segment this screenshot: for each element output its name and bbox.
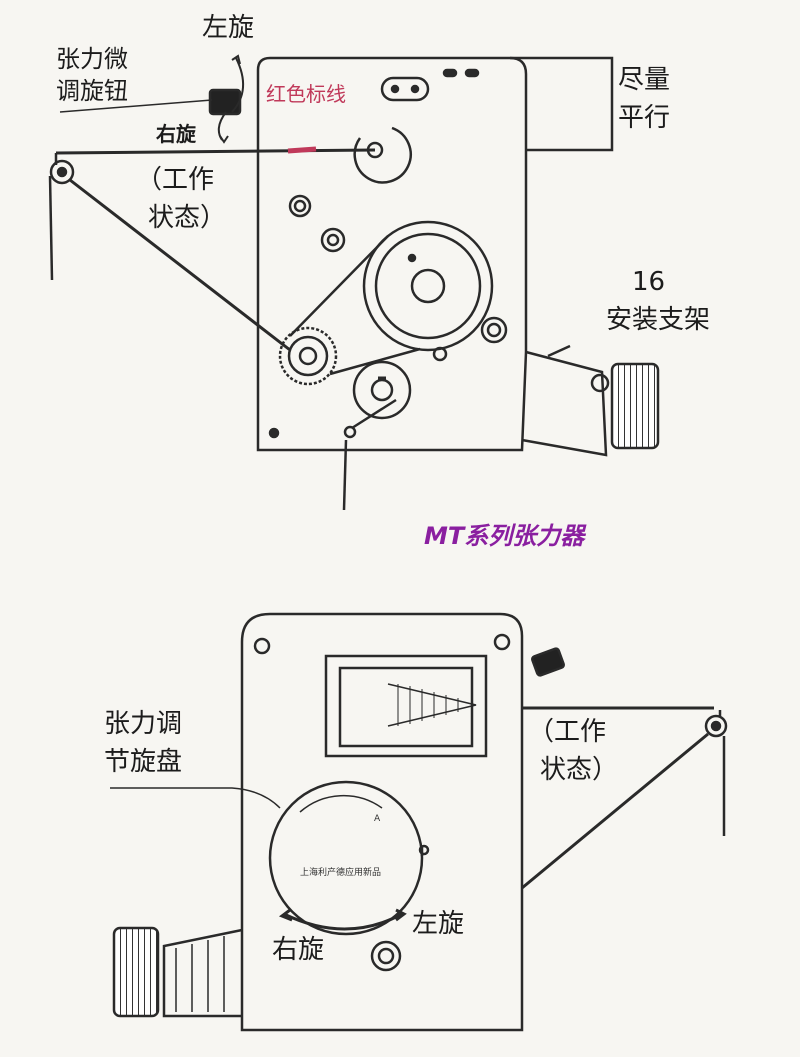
- tension-gauge-window: [324, 654, 488, 758]
- red-mark: [287, 146, 317, 154]
- top-tension-disc: [362, 220, 494, 352]
- label-fine-knob-line1: 张力微: [56, 45, 128, 73]
- top-guide-pulley: [353, 126, 412, 184]
- label-parallel-line2: 平行: [618, 103, 671, 133]
- label-working-top-line1: （工作: [136, 165, 215, 195]
- tension-dial: [268, 780, 430, 936]
- top-parallel-plate: [510, 56, 614, 152]
- label-working-bottom-line1: （工作: [528, 717, 607, 747]
- top-thread-line: [55, 148, 376, 155]
- bottom-right-pulley: [704, 714, 728, 738]
- label-right-rotate-top: 右旋: [156, 122, 196, 146]
- top-diagonal-thread: [69, 178, 291, 352]
- bottom-mount-bracket: [162, 928, 243, 1018]
- top-gear-pulley: [278, 326, 338, 386]
- bottom-small-button: [370, 940, 402, 972]
- label-working-bottom-line2: 状态）: [540, 755, 619, 785]
- top-mount-bracket: [521, 350, 608, 457]
- label-working-top-line2: 状态）: [148, 203, 227, 233]
- bottom-fine-knob: [531, 647, 565, 677]
- label-right-rotate-bottom: 右旋: [272, 935, 325, 965]
- label-dial-line2: 节旋盘: [104, 747, 183, 777]
- label-left-rotate-bottom: 左旋: [412, 909, 465, 939]
- fine-tuning-knob: [208, 54, 244, 144]
- label-fine-knob-line2: 调旋钮: [56, 77, 128, 105]
- top-lower-pulley: [352, 360, 412, 420]
- dial-inner-text: 上海利产德应用新品: [300, 868, 382, 878]
- top-slot: [380, 76, 430, 102]
- diagram-title: MT系列张力器: [424, 522, 585, 550]
- label-dial-line1: 张力调: [104, 709, 183, 739]
- bottom-tensioner: [110, 612, 728, 1032]
- dial-mark-text: A: [374, 814, 381, 824]
- top-mount-knob: [610, 362, 660, 450]
- label-left-rotate-top: 左旋: [202, 13, 255, 43]
- top-left-pulley: [49, 159, 75, 185]
- bottom-mount-knob: [112, 926, 160, 1018]
- bottom-diagonal-thread: [521, 732, 709, 890]
- label-parallel-line1: 尽量: [618, 65, 671, 95]
- dial-rotation-arrow: [283, 912, 403, 931]
- label-red-line: 红色标线: [266, 82, 346, 106]
- bottom-body-outline: [240, 612, 524, 1032]
- label-bracket-num: 16: [632, 267, 666, 297]
- top-tensioner: [48, 54, 660, 511]
- label-bracket-text: 安装支架: [606, 305, 711, 335]
